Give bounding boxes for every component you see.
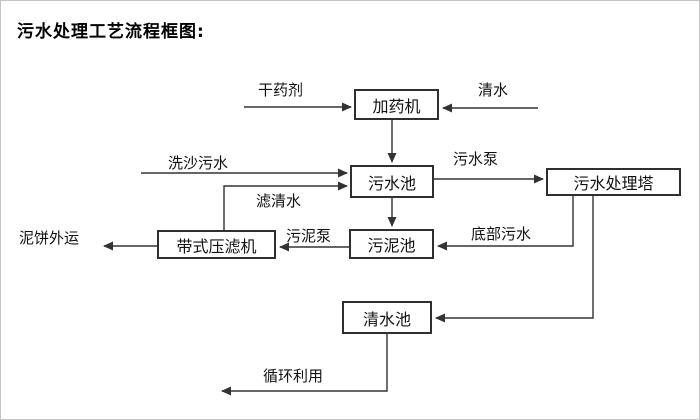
edge-label-dry-chemical: 干药剂 bbox=[258, 81, 304, 99]
node-sludge-pool: 污泥池 bbox=[349, 229, 434, 259]
arrow-bottom-sewage-to-sludge-pool bbox=[437, 196, 574, 251]
node-clean-water-pool-label: 清水池 bbox=[362, 309, 411, 329]
node-sewage-treatment-tower: 污水处理塔 bbox=[546, 168, 681, 196]
arrow-filtered-water-to-sewage-pool bbox=[223, 181, 348, 230]
node-sewage-treatment-tower-label: 污水处理塔 bbox=[573, 174, 654, 193]
node-dosing-machine: 加药机 bbox=[354, 89, 439, 120]
edge-label-mud-cake-shipped-out: 泥饼外运 bbox=[19, 229, 80, 247]
page-title: 污水处理工艺流程框图: bbox=[17, 22, 205, 42]
arrow-clean-pool-to-recycle bbox=[221, 334, 388, 396]
node-sludge-pool-label: 污泥池 bbox=[367, 236, 416, 255]
node-sewage-pool-label: 污水池 bbox=[367, 173, 416, 193]
node-sewage-pool: 污水池 bbox=[350, 165, 434, 198]
node-belt-filter-press: 带式压滤机 bbox=[157, 230, 276, 259]
arrow-tower-to-clean-pool bbox=[435, 196, 594, 323]
edge-label-sewage-pump: 污水泵 bbox=[453, 150, 499, 168]
edge-label-recycle-reuse: 循环利用 bbox=[263, 367, 324, 385]
node-clean-water-pool: 清水池 bbox=[342, 301, 432, 334]
edge-label-sand-washing-sewage: 洗沙污水 bbox=[168, 154, 229, 172]
edge-label-filtered-water: 滤清水 bbox=[256, 192, 302, 210]
node-dosing-machine-label: 加药机 bbox=[372, 96, 421, 116]
edge-label-clean-water: 清水 bbox=[478, 81, 509, 99]
edge-label-bottom-sewage: 底部污水 bbox=[471, 225, 532, 243]
edge-label-sludge-pump: 污泥泵 bbox=[286, 227, 332, 245]
node-belt-filter-press-label: 带式压滤机 bbox=[176, 236, 257, 256]
